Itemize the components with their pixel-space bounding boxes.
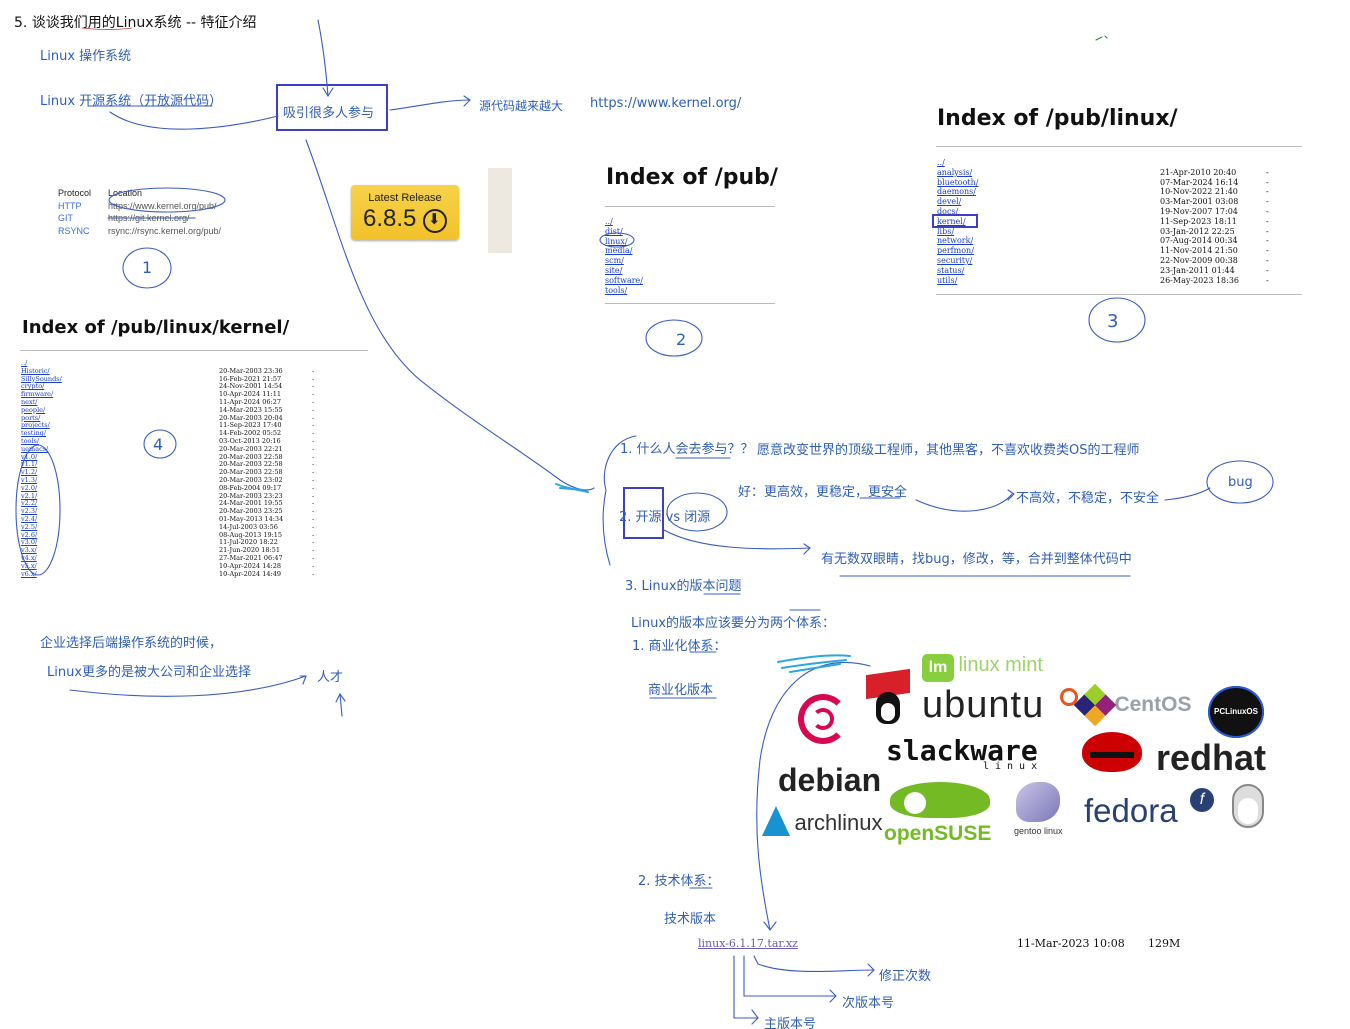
circle-1: [123, 248, 171, 288]
stroke-more-code-head: [464, 96, 470, 106]
stroke-long-curve: [306, 140, 594, 490]
stroke-talent-up: [336, 694, 345, 716]
red-underline-title: [82, 28, 132, 30]
stroke-eyes-head: [804, 544, 810, 554]
stroke-revision: [754, 956, 874, 972]
stroke-major-head: [752, 1010, 758, 1024]
ellipse-bug: [1207, 461, 1273, 503]
scribble-cyan: [556, 484, 588, 492]
stroke-good-bad: [916, 494, 1012, 511]
stroke-minor: [744, 956, 836, 996]
stroke-to-bug: [1165, 488, 1210, 500]
ellipse-linux: [600, 233, 634, 247]
ellipse-versions: [16, 445, 60, 575]
ellipse-http: [109, 188, 225, 212]
scribble-blue-highlight: [778, 655, 850, 672]
stroke-commercial-to-tech: [757, 662, 870, 930]
brace-points: [603, 436, 636, 565]
stroke-to-talent: [70, 676, 306, 696]
ellipse-closed-source: [667, 493, 727, 531]
circle-3: [1089, 298, 1145, 342]
stroke-to-more-code: [390, 100, 470, 110]
stroke-down-arrow: [318, 20, 328, 96]
green-tick-mark: [1096, 36, 1107, 40]
circle-2: [646, 320, 702, 356]
stroke-to-eyes: [664, 530, 810, 549]
circle-4: [144, 430, 176, 458]
stroke-open-source: [110, 112, 278, 129]
stroke-major: [734, 956, 758, 1018]
